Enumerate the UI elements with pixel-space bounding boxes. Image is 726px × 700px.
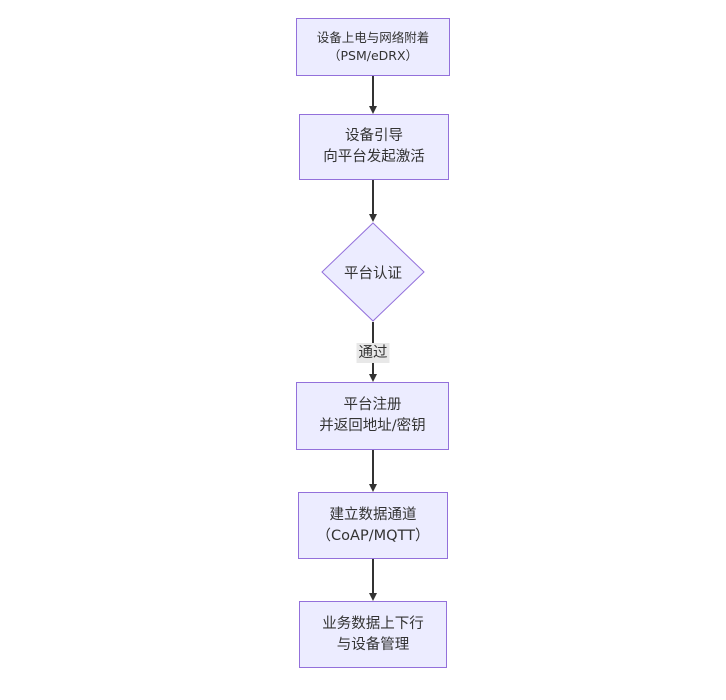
node-platform-auth-decision: 平台认证 <box>321 222 425 322</box>
node-label-line: 与设备管理 <box>336 636 410 653</box>
node-label-line: 设备引导 <box>345 128 403 144</box>
arrowhead-icon <box>368 484 377 492</box>
node-label-line: （PSM/eDRX） <box>327 48 419 63</box>
arrowhead-icon <box>368 106 377 114</box>
arrow-shaft <box>372 559 374 594</box>
node-label-line: 平台注册 <box>343 397 402 413</box>
arrow-shaft <box>372 450 374 485</box>
node-label-line: 建立数据通道 <box>329 506 417 523</box>
edge-label-pass: 通过 <box>356 343 390 363</box>
node-data-channel: 建立数据通道 （CoAP/MQTT） <box>298 492 448 559</box>
node-label-line: （CoAP/MQTT） <box>316 527 430 544</box>
node-power-attach: 设备上电与网络附着 （PSM/eDRX） <box>296 18 450 76</box>
node-register: 平台注册 并返回地址/密钥 <box>296 382 449 450</box>
arrowhead-icon <box>368 214 377 222</box>
arrowhead-icon <box>368 593 377 601</box>
node-label-line: 业务数据上下行 <box>322 615 424 632</box>
diamond-shape <box>321 222 425 322</box>
node-label-line: 向平台发起激活 <box>323 149 425 165</box>
arrow-shaft <box>372 76 374 107</box>
node-label-line: 并返回地址/密钥 <box>319 418 426 434</box>
node-business: 业务数据上下行 与设备管理 <box>299 601 447 668</box>
node-bootstrap: 设备引导 向平台发起激活 <box>299 114 449 180</box>
arrowhead-icon <box>368 374 377 382</box>
node-label-line: 设备上电与网络附着 <box>316 30 430 45</box>
arrow-shaft <box>372 180 374 215</box>
node-label-line: 平台认证 <box>344 265 402 282</box>
